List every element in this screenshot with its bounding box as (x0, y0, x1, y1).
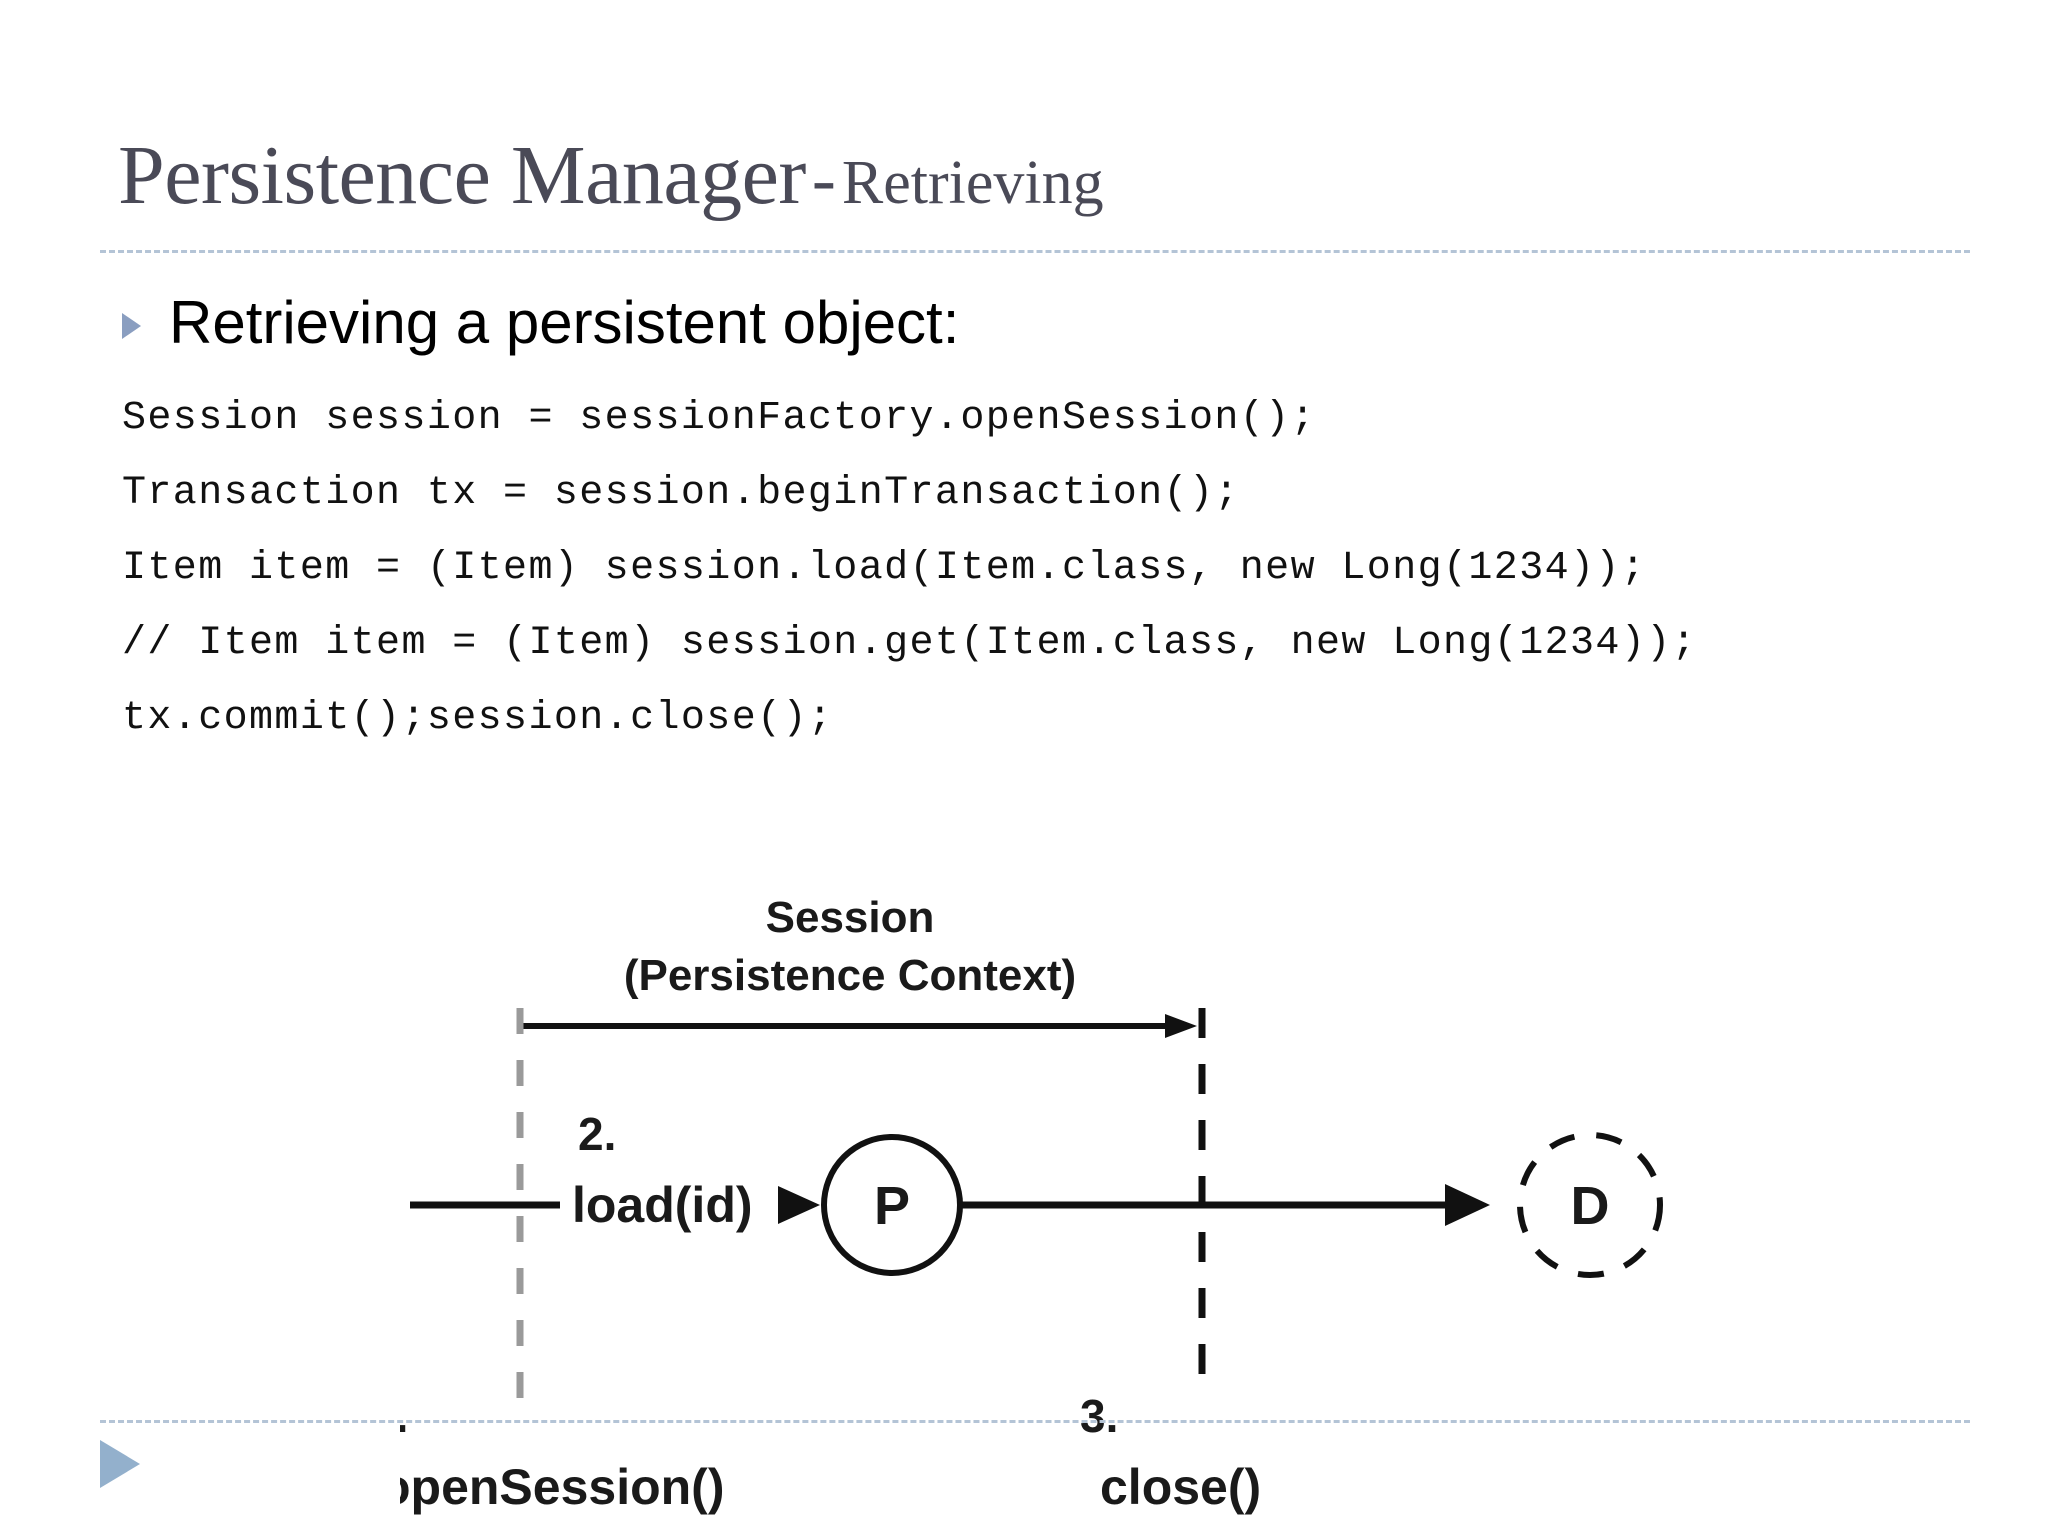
code-line: // Item item = (Item) session.get(Item.c… (122, 621, 1698, 666)
triangle-right-icon (122, 313, 141, 339)
step-2-number: 2. (578, 1108, 616, 1160)
code-line: tx.commit();session.close(); (122, 696, 834, 741)
session-span-arrowhead (1165, 1014, 1197, 1038)
detached-state-label: D (1571, 1176, 1610, 1236)
code-line: Transaction tx = session.beginTransactio… (122, 471, 1240, 516)
step-1-label: openSession() (400, 1459, 724, 1515)
diagram-session-subtitle: (Persistence Context) (624, 951, 1076, 1000)
page-title: Persistence Manager-Retrieving (118, 128, 1948, 238)
persistence-lifecycle-diagram: Session (Persistence Context) 2. load(id… (400, 880, 1820, 1540)
detached-state-node (1517, 1132, 1663, 1278)
bullet-heading-label: Retrieving a persistent object: (169, 289, 960, 356)
step-1-number: 1. (400, 1390, 408, 1442)
footer-divider (100, 1420, 1970, 1423)
step-2-label: load(id) (572, 1177, 753, 1233)
step-3-number: 3. (1080, 1390, 1118, 1442)
code-line: Session session = sessionFactory.openSes… (122, 396, 1316, 441)
triangle-right-icon[interactable] (100, 1440, 140, 1488)
code-line: Item item = (Item) session.load(Item.cla… (122, 546, 1647, 591)
title-subtitle-text: Retrieving (841, 149, 1104, 217)
title-divider (100, 250, 1970, 253)
load-arrowhead (778, 1186, 820, 1224)
title-separator: - (811, 139, 836, 219)
diagram-session-title: Session (766, 893, 935, 942)
title-main-text: Persistence Manager (118, 129, 806, 222)
bullet-heading: Retrieving a persistent object: (122, 290, 959, 356)
code-listing: Session session = sessionFactory.openSes… (122, 392, 1722, 767)
detach-arrowhead (1445, 1184, 1490, 1226)
persistent-state-label: P (874, 1176, 910, 1236)
step-3-label: close() (1100, 1459, 1261, 1515)
